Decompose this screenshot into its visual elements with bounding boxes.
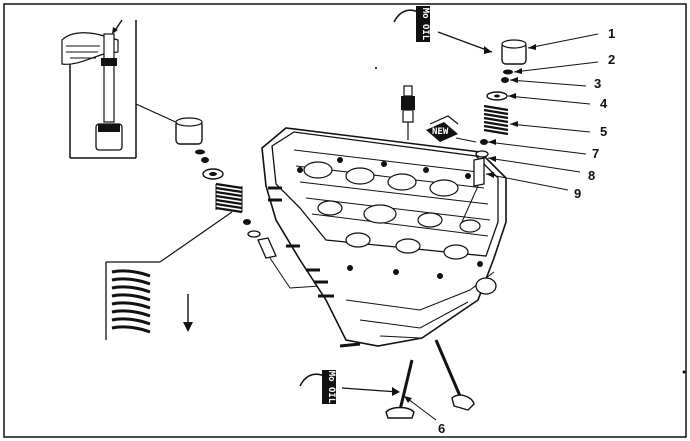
callout-6-label: 6 [438, 421, 445, 436]
callout-9-label: 9 [574, 186, 581, 201]
callout-4: 4 [507, 93, 608, 111]
callout-8-label: 8 [588, 168, 595, 183]
left-valve-assembly [175, 117, 321, 289]
callout-7-label: 7 [592, 146, 599, 161]
callout-1: 1 [527, 26, 615, 50]
callout-3: 3 [509, 76, 601, 91]
callout-9: 9 [485, 172, 581, 201]
oil-symbol-bottom: Mo OIL [299, 370, 400, 404]
inset-compressor-tool [61, 19, 137, 159]
figure-frame [3, 3, 687, 438]
scan-speck-2 [682, 370, 686, 374]
oil-top-label: Mo OIL [420, 8, 430, 41]
callout-4-label: 4 [600, 96, 608, 111]
callout-2-label: 2 [608, 52, 615, 67]
spark-plug [401, 85, 415, 140]
valves [385, 339, 475, 419]
oil-symbol-top: Mo OIL [393, 6, 493, 54]
leader-inset-to-tappet [135, 103, 181, 125]
callout-2: 2 [513, 52, 615, 74]
new-part-badge: NEW [426, 115, 477, 143]
leader-spring-to-inset [159, 211, 233, 263]
callout-1-label: 1 [608, 26, 615, 41]
callout-8: 8 [487, 156, 595, 183]
callout-6: 6 [403, 395, 445, 436]
callout-7: 7 [487, 139, 599, 161]
callout-5-label: 5 [600, 124, 607, 139]
new-badge-label: NEW [432, 127, 449, 137]
inset-spring-detail [105, 261, 193, 340]
callout-3-label: 3 [594, 76, 601, 91]
cylinder-head [261, 127, 507, 348]
scan-speck [375, 67, 377, 69]
oil-bottom-label: Mo OIL [326, 371, 336, 404]
callout-5: 5 [509, 121, 607, 139]
right-valve-assembly [461, 39, 527, 223]
